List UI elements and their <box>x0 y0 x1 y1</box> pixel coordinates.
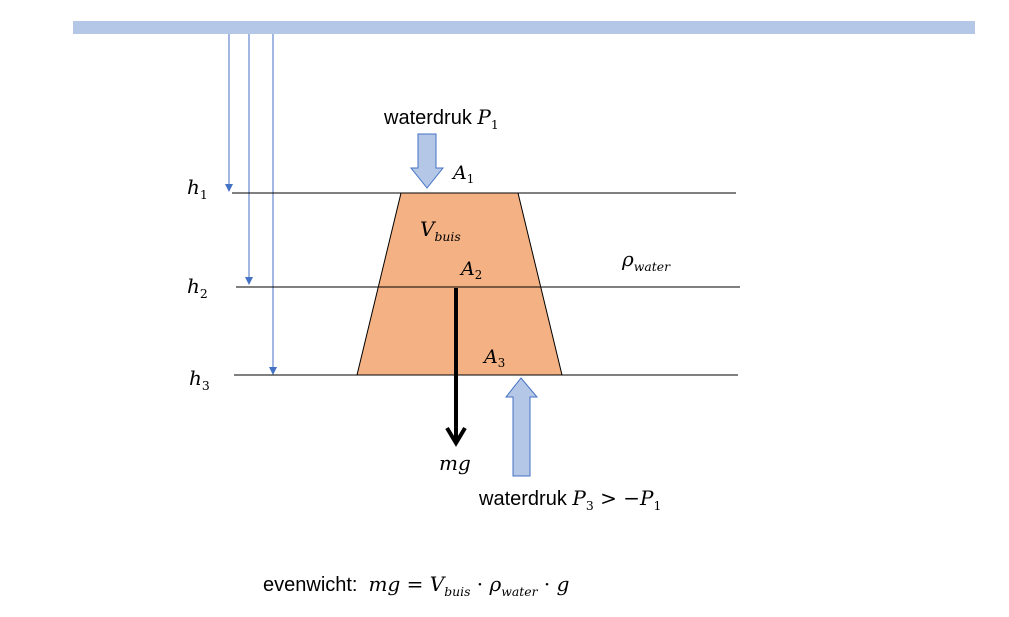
label-h2: h2 <box>187 274 208 301</box>
water-surface <box>73 21 975 34</box>
equilibrium-equation: evenwicht: mg = Vbuis · ρwater · g <box>263 572 570 599</box>
label-volume: Vbuis <box>420 217 461 244</box>
label-A3: A3 <box>484 346 506 371</box>
bottom-pressure-arrow <box>504 377 539 477</box>
label-h3: h3 <box>189 366 210 393</box>
label-h1: h1 <box>187 175 208 202</box>
top-pressure-arrow <box>409 133 445 189</box>
top-pressure-label: waterdruk P1 <box>384 105 499 132</box>
gravity-arrow-head <box>445 426 467 447</box>
label-A1: A1 <box>453 162 475 187</box>
label-mg: mg <box>439 451 471 475</box>
bottom-pressure-label: waterdruk P3 > −P1 <box>479 486 662 513</box>
label-density: ρwater <box>622 247 670 274</box>
label-A2: A2 <box>461 258 483 283</box>
